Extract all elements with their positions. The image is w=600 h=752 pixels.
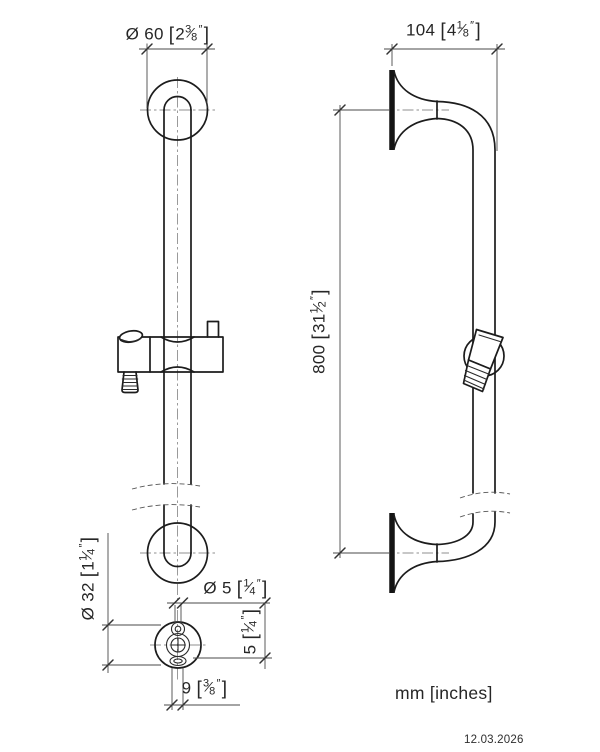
bottom-trumpet-flange <box>393 514 438 593</box>
inch-mark: ″ <box>470 19 475 32</box>
bar-inner-line <box>436 117 474 494</box>
bracket-close: ] <box>240 608 262 615</box>
top-trumpet-flange <box>393 70 438 150</box>
cone-thread-hatch <box>463 364 490 390</box>
fraction-slash: ⁄ <box>207 678 211 695</box>
date-stamp: 12.03.2026 <box>464 734 524 746</box>
fraction-slash: ⁄ <box>461 20 465 37</box>
dimension-inch-denominator: 8 <box>209 685 216 698</box>
cone-inner-arc <box>120 337 142 343</box>
bracket-close: ] <box>221 678 228 700</box>
inch-mark: ″ <box>198 23 203 36</box>
dimension-inch-whole: 2 <box>175 24 186 44</box>
side-view <box>389 70 511 593</box>
dimension-label-rail-length: 800[311⁄2″] <box>309 288 332 374</box>
bracket-open: [ <box>236 578 243 600</box>
dimension-lines <box>102 43 505 711</box>
cone-rim-line <box>478 334 501 343</box>
fraction-slash: ⁄ <box>248 578 251 595</box>
slider-knob <box>206 320 220 338</box>
dimension-inch-numerator: 3 <box>185 23 192 36</box>
slider-body <box>117 336 224 373</box>
bracket-open: [ <box>196 678 203 700</box>
dimension-metric-value: Ø 5 <box>203 578 232 598</box>
bar-top-cap <box>163 95 192 111</box>
dimension-inch-numerator: 1 <box>456 19 464 32</box>
bracket-close: ] <box>262 578 268 600</box>
bar-bottom-cap <box>163 552 192 568</box>
bracket-close: ] <box>475 20 481 42</box>
bracket-open: [ <box>78 571 100 578</box>
slot-outer <box>169 655 187 667</box>
units-note: mm [inches] <box>395 683 493 703</box>
inch-mark: ″ <box>256 577 261 590</box>
inch-mark: ″ <box>216 677 221 690</box>
cone-thread-outline <box>121 371 139 394</box>
center-crosshair <box>170 637 186 653</box>
dimension-metric-value: 9 <box>181 678 192 698</box>
dimension-label-pin-hole-diameter: Ø 5[1⁄4″] <box>203 578 268 601</box>
inch-mark: ″ <box>308 295 321 300</box>
slider-assembly <box>117 320 224 394</box>
dimension-metric-value: Ø 32 <box>78 582 98 621</box>
break-lines-side <box>459 491 511 518</box>
bracket-open: [ <box>309 333 331 340</box>
bracket-open: [ <box>240 633 262 640</box>
cone-thread-ridges <box>121 374 139 391</box>
dimension-inch-denominator: 4 <box>249 585 256 598</box>
dimension-metric-value: 104 <box>406 20 436 40</box>
slider-clamp-arcs <box>160 336 195 373</box>
pin-hole-inner <box>174 625 182 633</box>
dimension-label-base-plate-diameter: Ø 32[11⁄4″] <box>78 536 101 621</box>
bar-outer-line <box>436 100 496 494</box>
dimension-label-slot-width: 9[3⁄8″] <box>182 678 229 701</box>
break-lines-front <box>131 483 201 511</box>
inch-mark: ″ <box>77 543 90 548</box>
bracket-close: ] <box>203 24 210 46</box>
dimension-inch-denominator: 8 <box>462 27 470 40</box>
bottom-flange-circle <box>146 522 209 584</box>
dimension-label-wall-offset: 104[41⁄8″] <box>406 20 482 43</box>
dimension-inch-denominator: 4 <box>85 548 98 555</box>
fraction-slash: ⁄ <box>189 24 193 41</box>
bar-outer-line-lower <box>436 511 496 563</box>
dimension-metric-value: 5 <box>240 644 260 655</box>
slot-inner <box>173 658 183 664</box>
bar-inner-line-lower <box>436 513 474 546</box>
centerlines <box>140 77 449 680</box>
dimension-inch-denominator: 2 <box>316 300 329 308</box>
bottom-view-detail <box>154 621 202 669</box>
bracket-close: ] <box>309 289 331 295</box>
dimension-inch-whole: 1 <box>78 560 98 571</box>
top-flange-circle <box>146 79 209 141</box>
dimension-label-pin-offset: 5[1⁄4″] <box>240 608 263 655</box>
dimension-inch-whole: 4 <box>446 20 457 40</box>
dimension-metric-value: Ø 60 <box>125 24 164 44</box>
bar-lines <box>163 109 192 554</box>
dimension-inch-whole: 31 <box>309 313 329 333</box>
dimension-label-top-flange-diameter: Ø 60[23⁄8″] <box>126 24 211 47</box>
dimension-inch-denominator: 4 <box>247 620 260 627</box>
pin-hole-outer <box>170 621 186 637</box>
front-view <box>117 79 224 584</box>
dimension-inch-numerator: 1 <box>243 577 250 590</box>
slider-body-joints <box>149 336 192 373</box>
dimension-inch-denominator: 8 <box>191 31 198 44</box>
bracket-open: [ <box>168 24 175 46</box>
bracket-open: [ <box>440 20 446 42</box>
dimension-metric-value: 800 <box>309 344 329 374</box>
bracket-close: ] <box>78 536 100 543</box>
dimension-inch-numerator: 3 <box>203 677 210 690</box>
inch-mark: ″ <box>239 615 252 620</box>
